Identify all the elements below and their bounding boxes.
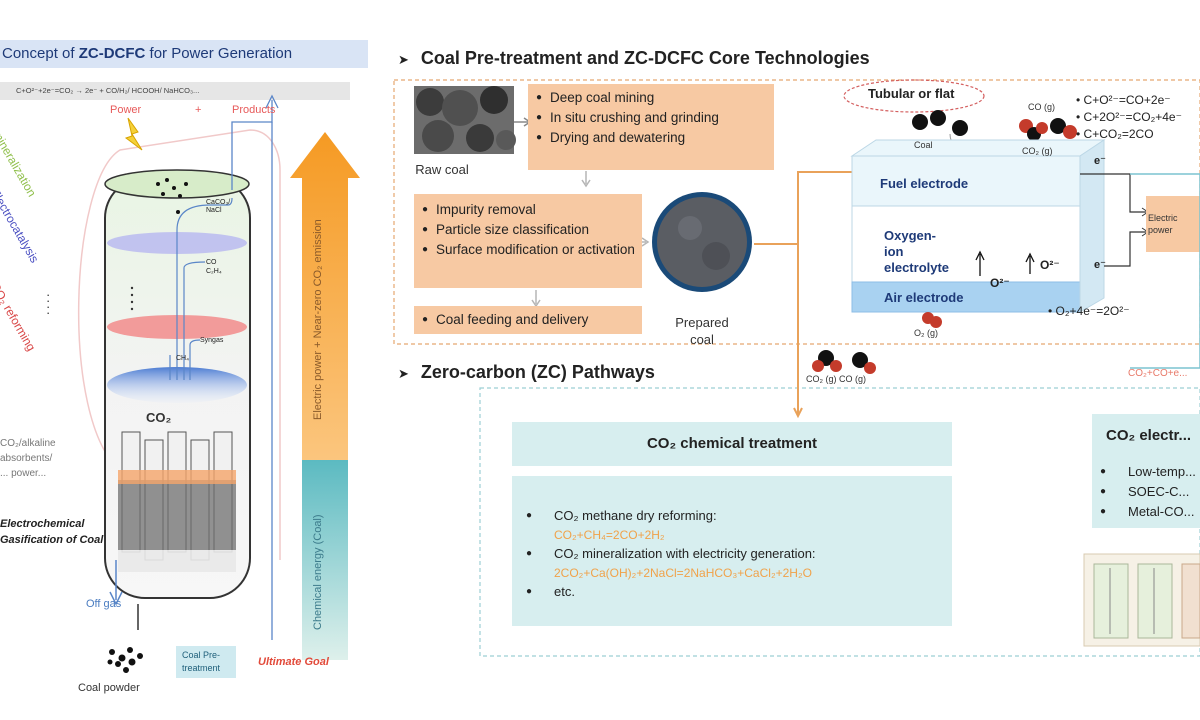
step1-item: Drying and dewatering [534,128,768,148]
exit-gas-molecules [812,350,876,374]
electron-label-1: e⁻ [1094,155,1106,167]
off-gas-label: Off gas [86,598,122,610]
raw-coal-image [414,86,516,154]
co2-label: CO₂ [146,410,172,425]
step2-item: Surface modification or activation [420,240,636,260]
coal-powder-label: Coal powder [78,682,140,694]
pretreatment-step-3: Coal feeding and delivery [414,306,642,334]
ultimate-goal-label: Ultimate Goal [258,656,329,668]
fuel-electrode-label: Fuel electrode [880,176,969,191]
coal-label-cell: Coal [914,140,933,150]
electric-power-label: Electric power + Near-zero CO₂ emission [312,219,324,420]
co2-gas-label: CO₂ (g) [1022,146,1053,156]
chemical-energy-arrow [302,460,348,660]
co-gas-label: CO (g) [1028,102,1055,112]
step2-item: Particle size classification [420,220,636,240]
concept-title-bold: ZC-DCFC [78,45,146,62]
cathode-reaction: • O₂+4e⁻=2O²⁻ [1048,304,1130,318]
zc-heading: ➤Zero-carbon (ZC) Pathways [398,362,655,382]
concept-title-prefix: Concept of [2,45,79,62]
step3-item: Coal feeding and delivery [420,310,636,330]
coal-powder-icon [107,647,143,673]
anode-reaction: • C+O²⁻=CO+2e⁻ [1076,93,1171,107]
chem-item: etc. [518,582,946,602]
chem-item: CO₂ mineralization with electricity gene… [518,544,946,582]
co2-chemical-treatment-body: CO₂ methane dry reforming:CO₂+CH₄=2CO+2H… [512,476,952,626]
layer-label-ch4: CH₄ [176,355,189,362]
raw-coal-label: Raw coal [415,162,469,177]
electro-item: Low-temp... [1092,462,1200,482]
o2-gas-label: O₂ (g) [914,328,938,338]
layer-ellipsis [130,286,134,311]
coal-particles [156,178,188,214]
step2-item: Impurity removal [420,200,636,220]
reactor-diagram [78,94,360,673]
co-co2-molecules [1019,118,1077,141]
fuel-cell-tubes [118,431,236,572]
concept-title-suffix: for Power Generation [145,45,293,62]
step1-item: Deep coal mining [534,88,768,108]
step1-item: In situ crushing and grinding [534,108,768,128]
anode-reactions: • C+O²⁻=CO+2e⁻ • C+2O²⁻=CO₂+4e⁻ • C+CO₂=… [1076,92,1182,143]
anode-reaction: • C+CO₂=2CO [1076,127,1154,141]
chem-equation: CO₂+CH₄=2CO+2H₂ [554,528,665,542]
layer-label-syngas: Syngas [200,337,224,344]
reactor-top-layer [104,169,250,199]
pretreatment-step-2: Impurity removal Particle size classific… [414,194,642,288]
reaction-equation-bar: C+O²⁻+2e⁻=CO₂ → 2e⁻ + CO/H₂/ HCOOH/ NaHC… [0,82,350,100]
o2-ion-label-2: O²⁻ [1040,258,1060,272]
anode-reaction: • C+2O²⁻=CO₂+4e⁻ [1076,110,1182,124]
prepared-coal-image [652,192,752,292]
zc-dashed-box [479,387,1200,657]
pretreatment-step-1: Deep coal mining In situ crushing and gr… [528,84,774,170]
fuel-cell-box [850,139,1106,313]
pretreatment-heading: ➤Coal Pre-treatment and ZC-DCFC Core Tec… [398,48,870,68]
layer-blue [107,367,247,403]
tubular-or-flat-outline [843,79,985,113]
co2-electrochemical-title: CO₂ electr... [1092,414,1200,458]
tubular-or-flat-label: Tubular or flat [868,86,955,101]
chevron-right-icon: ➤ [398,52,409,67]
electric-power-box [1146,196,1200,252]
prepared-coal-label: Prepared coal [675,315,729,347]
electrolysis-thumbnail [1083,553,1200,647]
chem-item: CO₂ methane dry reforming:CO₂+CH₄=2CO+2H… [518,506,946,544]
coal-particles-cell [912,110,968,136]
products-label: Products [232,104,276,116]
chem-equation: 2CO₂+Ca(OH)₂+2NaCl=2NaHCO₃+CaCl₂+2H₂O [554,566,812,580]
lightning-icon [124,117,143,151]
outer-loop-line [78,129,281,560]
side-ellipsis: ···· [46,287,51,320]
o2-ion-label-1: O²⁻ [990,276,1010,290]
electro-item: Metal-CO... [1092,502,1200,522]
coal-pretreatment-box: Coal Pre-treatment [176,646,236,678]
right-edge-equation: CO₂+CO+e... [1128,368,1188,379]
chevron-right-icon: ➤ [398,366,409,381]
plus-label: + [195,104,202,116]
co2-electrochemical-body: Low-temp... SOEC-C... Metal-CO... [1092,458,1200,528]
pathways-diagram [393,79,1200,657]
co2-chemical-treatment-title: CO₂ chemical treatment [512,422,952,466]
electro-item: SOEC-C... [1092,482,1200,502]
chemical-energy-label: Chemical energy (Coal) [312,514,324,630]
concept-title: Concept of ZC-DCFC for Power Generation [0,40,368,68]
air-electrode-label: Air electrode [884,290,964,305]
power-label: Power [110,104,142,116]
exit-gas-label: CO₂ (g) CO (g) [806,374,866,384]
electron-label-2: e⁻ [1094,259,1106,271]
layer-label-caco3: CaCO₃/NaCl [206,199,231,214]
